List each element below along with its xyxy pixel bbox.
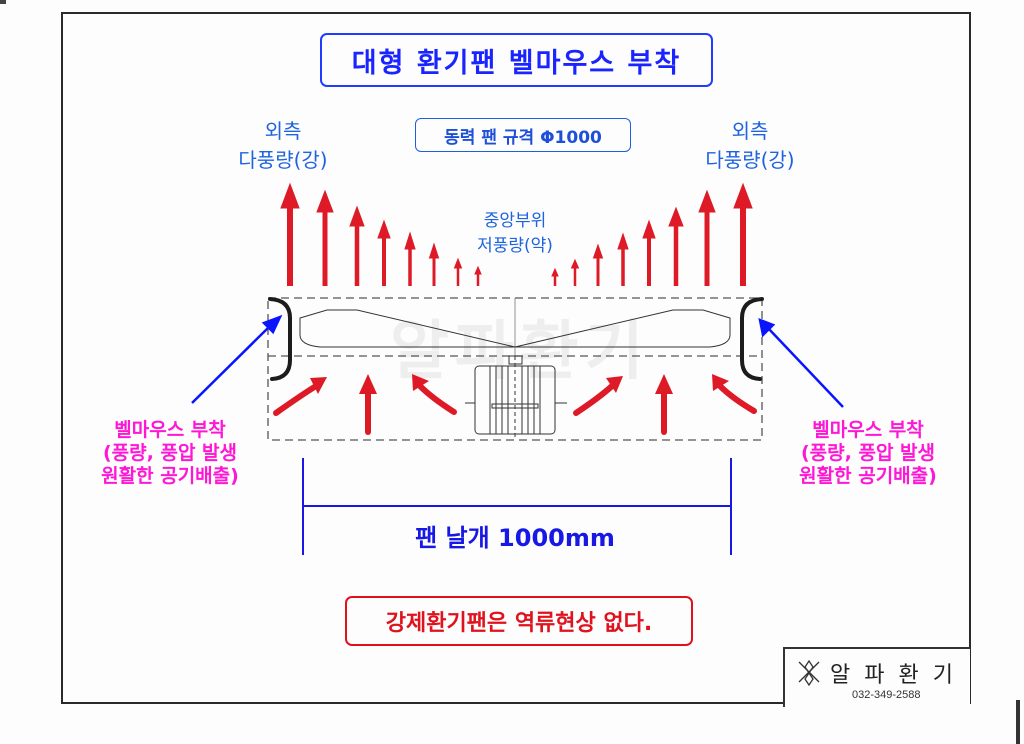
bellmouth-left-label: 벨마우스 부착 (풍량, 풍압 발생 원활한 공기배출): [70, 419, 270, 488]
spec-badge: 동력 팬 규격 Φ1000: [415, 118, 631, 152]
center-label: 중앙부위 저풍량(약): [455, 209, 575, 259]
company-phone: 032-349-2588: [852, 689, 921, 701]
arrow-up-icon: [377, 219, 391, 286]
company-name: 알파환기: [830, 663, 967, 688]
drawing-frame: [61, 12, 971, 704]
spec-text: 동력 팬 규격 Φ1000: [444, 127, 602, 148]
arrow-up-icon: [428, 242, 440, 286]
arrow-up-icon: [642, 219, 656, 286]
bellmouth-right-line1: 벨마우스 부착: [812, 419, 924, 441]
curved-arrow-icon: [573, 376, 623, 416]
outer-right-line2: 다풍량(강): [705, 148, 795, 172]
arrow-up-icon: [551, 267, 559, 286]
center-line1: 중앙부위: [483, 211, 547, 231]
inflow-arrows: [273, 374, 757, 435]
arrow-up-icon: [316, 189, 334, 286]
dimension-line: [302, 458, 732, 555]
pointer-arrow-left-icon: [191, 314, 283, 404]
scan-mark: [0, 0, 6, 4]
blade-dimension-label: 팬 날개 1000mm: [415, 524, 615, 552]
pointer-arrows: [191, 314, 844, 408]
warning-box: 강제환기팬은 역류현상 없다.: [345, 596, 693, 646]
bellmouth-left-line1: 벨마우스 부착: [114, 419, 226, 441]
scan-edge: [1016, 700, 1020, 744]
arrow-up-icon: [404, 231, 416, 286]
arrow-up-icon: [733, 182, 753, 286]
curved-arrow-icon: [712, 374, 757, 414]
bellmouth-left: [268, 297, 292, 381]
curved-arrow-icon: [273, 377, 327, 416]
outer-left-line2: 다풍량(강): [238, 148, 328, 172]
outer-right-label: 외측 다풍량(강): [685, 117, 815, 175]
outer-left-label: 외측 다풍량(강): [218, 117, 348, 175]
bellmouth-left-line2: (풍량, 풍압 발생: [102, 442, 237, 464]
diagram-title-text: 대형 환기팬 벨마우스 부착: [351, 47, 682, 79]
center-line2: 저풍량(약): [477, 236, 553, 256]
fan-blades: [299, 309, 731, 348]
bellmouth-right-line3: 원활한 공기배출): [799, 465, 937, 487]
warning-text: 강제환기팬은 역류현상 없다.: [385, 611, 653, 636]
arrow-up-icon: [453, 257, 463, 286]
outer-left-line1: 외측: [264, 119, 302, 143]
curved-arrow-icon: [412, 374, 457, 415]
arrow-up-icon: [570, 258, 580, 286]
arrow-up-icon: [359, 374, 377, 435]
diagram-title: 대형 환기팬 벨마우스 부착: [320, 33, 713, 87]
outflow-arrows: [280, 182, 753, 286]
alpha-logo-icon: [798, 659, 820, 686]
fan-housing: [267, 297, 763, 441]
arrow-up-icon: [617, 232, 629, 286]
bellmouth-right-label: 벨마우스 부착 (풍량, 풍압 발생 원활한 공기배출): [768, 419, 968, 488]
arrow-up-icon: [474, 265, 482, 286]
arrow-up-icon: [280, 182, 300, 286]
bellmouth-left-line3: 원활한 공기배출): [101, 465, 239, 487]
arrow-up-icon: [349, 205, 365, 286]
pointer-arrow-right-icon: [758, 318, 844, 408]
arrow-up-icon: [698, 189, 716, 286]
bellmouth-right-line2: (풍량, 풍압 발생: [800, 442, 935, 464]
motor-icon: [465, 355, 567, 440]
bellmouth-right: [740, 297, 764, 381]
arrow-up-icon: [668, 206, 684, 286]
arrow-up-icon: [592, 243, 604, 286]
outer-right-line1: 외측: [731, 119, 769, 143]
arrow-up-icon: [655, 374, 673, 435]
